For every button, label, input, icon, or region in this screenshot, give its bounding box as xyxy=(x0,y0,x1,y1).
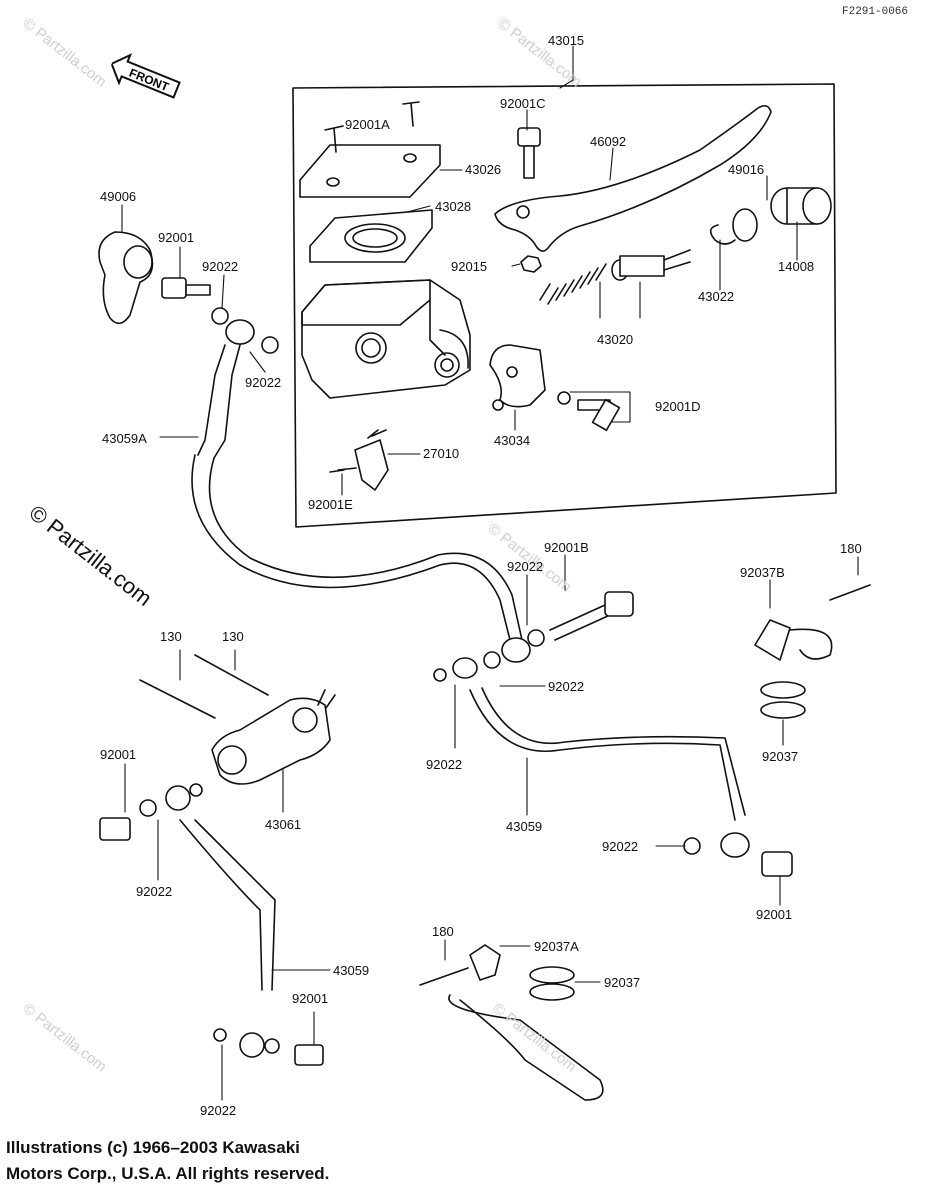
part-label-49006[interactable]: 49006 xyxy=(100,189,137,204)
banjo-bolt-left-low xyxy=(294,1044,324,1066)
part-label-14008[interactable]: 14008 xyxy=(778,259,815,274)
figure-reference-code: F2291-0066 xyxy=(842,6,909,18)
part-label-92022[interactable]: 92022 xyxy=(426,757,463,772)
part-label-92001[interactable]: 92001 xyxy=(100,747,137,762)
part-label-92037[interactable]: 92037 xyxy=(604,975,641,990)
part-label-43059a[interactable]: 43059A xyxy=(102,431,147,446)
part-label-43026[interactable]: 43026 xyxy=(465,162,502,177)
brake-hose-upper xyxy=(191,319,531,663)
part-label-180[interactable]: 180 xyxy=(432,924,454,939)
part-label-43034[interactable]: 43034 xyxy=(494,433,531,448)
washer-left-low-1 xyxy=(213,1028,227,1042)
part-label-92022[interactable]: 92022 xyxy=(202,259,239,274)
copyright-line-1: Illustrations (c) 1966–2003 Kawasaki xyxy=(6,1138,300,1157)
banjo-bolt-right xyxy=(761,851,793,877)
pivot-nut xyxy=(520,255,542,273)
joint-bolt-2 xyxy=(194,654,269,696)
washer-left-low-2 xyxy=(264,1038,280,1054)
part-label-92022[interactable]: 92022 xyxy=(245,375,282,390)
part-label-92022[interactable]: 92022 xyxy=(200,1103,237,1118)
clamp-bolt xyxy=(577,398,621,432)
part-label-43061[interactable]: 43061 xyxy=(265,817,302,832)
part-label-92037a[interactable]: 92037A xyxy=(534,939,579,954)
three-way-joint xyxy=(211,689,336,785)
hose-guide-lower xyxy=(448,944,604,1101)
reservoir-diaphragm xyxy=(309,209,433,263)
brake-lever xyxy=(494,104,772,252)
part-label-92022[interactable]: 92022 xyxy=(548,679,585,694)
part-label-92015[interactable]: 92015 xyxy=(451,259,488,274)
washer-upper-1 xyxy=(211,307,229,325)
part-label-92001c[interactable]: 92001C xyxy=(500,96,546,111)
clamp-washer xyxy=(557,391,571,405)
part-label-43015[interactable]: 43015 xyxy=(548,33,585,48)
brake-hose-left xyxy=(99,783,276,1058)
circlip xyxy=(709,224,736,245)
part-label-92022[interactable]: 92022 xyxy=(507,559,544,574)
washer-middle-2 xyxy=(483,651,501,669)
front-arrow-icon: FRONT xyxy=(110,53,181,99)
washer-middle-1 xyxy=(527,629,545,647)
piston-spring xyxy=(539,263,607,305)
reservoir-cover xyxy=(299,144,441,198)
grommet-upper xyxy=(760,681,806,719)
copyright-line-2: Motors Corp., U.S.A. All rights reserved… xyxy=(6,1164,330,1183)
master-cylinder-body xyxy=(301,279,471,399)
part-label-130[interactable]: 130 xyxy=(160,629,182,644)
brake-light-switch xyxy=(354,429,389,491)
handlebar-clamp xyxy=(489,344,546,411)
brake-hose-right xyxy=(452,657,750,858)
part-label-43022[interactable]: 43022 xyxy=(698,289,735,304)
banjo-cover xyxy=(98,231,154,325)
part-label-180[interactable]: 180 xyxy=(840,541,862,556)
part-label-43059[interactable]: 43059 xyxy=(506,819,543,834)
grommet-lower xyxy=(529,966,575,1001)
cover-screw-2 xyxy=(402,101,420,127)
dust-boot xyxy=(770,187,832,225)
guide-bolt-upper xyxy=(829,584,871,601)
part-label-43020[interactable]: 43020 xyxy=(597,332,634,347)
part-label-92001[interactable]: 92001 xyxy=(292,991,329,1006)
part-label-92001a[interactable]: 92001A xyxy=(345,117,390,132)
hose-guide-upper xyxy=(754,619,833,661)
banjo-bolt-upper xyxy=(161,277,211,299)
part-label-92001[interactable]: 92001 xyxy=(756,907,793,922)
joint-bolt-1 xyxy=(139,679,216,719)
cover-screw-1 xyxy=(324,125,344,153)
part-label-92001d[interactable]: 92001D xyxy=(655,399,701,414)
part-label-49016[interactable]: 49016 xyxy=(728,162,765,177)
part-label-92001[interactable]: 92001 xyxy=(158,230,195,245)
banjo-bolt-middle xyxy=(549,591,634,641)
part-label-92022[interactable]: 92022 xyxy=(602,839,639,854)
master-cylinder-group-box xyxy=(292,83,837,528)
part-label-130[interactable]: 130 xyxy=(222,629,244,644)
part-label-92022[interactable]: 92022 xyxy=(136,884,173,899)
washer-middle-3 xyxy=(433,668,447,682)
boot-washer xyxy=(732,208,758,242)
guide-bolt-lower xyxy=(419,967,469,986)
part-label-92001b[interactable]: 92001B xyxy=(544,540,589,555)
part-label-27010[interactable]: 27010 xyxy=(423,446,460,461)
switch-screw xyxy=(329,467,357,473)
washer-right-low xyxy=(683,837,701,855)
part-label-92001e[interactable]: 92001E xyxy=(308,497,353,512)
part-label-92037[interactable]: 92037 xyxy=(762,749,799,764)
part-label-43028[interactable]: 43028 xyxy=(435,199,472,214)
washer-upper-2 xyxy=(261,336,279,354)
part-label-92037b[interactable]: 92037B xyxy=(740,565,785,580)
part-label-43059[interactable]: 43059 xyxy=(333,963,370,978)
pivot-bolt xyxy=(517,127,541,179)
piston-assembly xyxy=(611,249,691,281)
part-label-46092[interactable]: 46092 xyxy=(590,134,627,149)
